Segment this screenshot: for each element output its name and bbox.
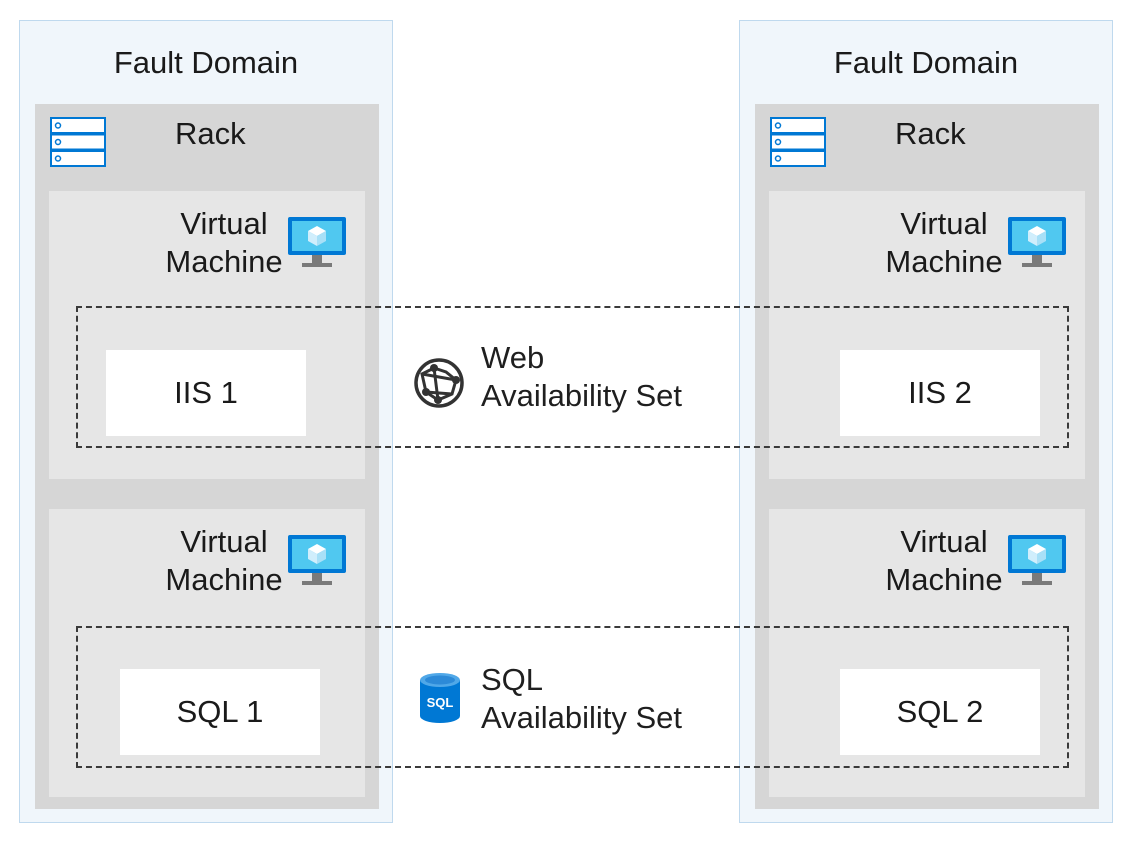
- virtual-machine-icon: [1008, 535, 1066, 585]
- server-box-iis-1: IIS 1: [106, 350, 306, 436]
- virtual-machine: Virtual Machine IIS 2: [769, 191, 1085, 479]
- vm-label-line1: Virtual: [900, 206, 988, 241]
- sql-database-icon: SQL: [420, 673, 460, 723]
- set-label-line1: SQL: [481, 662, 544, 697]
- web-availability-set-boundary: [76, 306, 1069, 448]
- fault-domain-left: Fault Domain Rack Virtual Machine: [19, 20, 393, 823]
- web-globe-icon: [414, 358, 464, 408]
- vm-label: Virtual Machine: [144, 205, 304, 281]
- set-label-line1: Web: [481, 340, 545, 375]
- virtual-machine-icon: [1008, 217, 1066, 267]
- vm-label: Virtual Machine: [864, 205, 1024, 281]
- server-box-iis-2: IIS 2: [840, 350, 1040, 436]
- fault-domain-title: Fault Domain: [833, 45, 1019, 80]
- rack: Rack Virtual Machine IIS 1 Virtual Machi…: [35, 104, 379, 809]
- sql-availability-set-boundary: [76, 626, 1069, 768]
- vm-label-line1: Virtual: [900, 524, 988, 559]
- server-rack-icon: [50, 117, 106, 167]
- sql-availability-set-label: SQL Availability Set: [481, 661, 682, 737]
- set-label-line2: Availability Set: [481, 700, 683, 735]
- vm-label-line2: Machine: [885, 562, 1003, 597]
- server-box-sql-1: SQL 1: [120, 669, 320, 755]
- vm-label: Virtual Machine: [144, 523, 304, 599]
- vm-label-line1: Virtual: [180, 206, 268, 241]
- virtual-machine-icon: [288, 217, 346, 267]
- rack-label: Rack: [175, 116, 246, 151]
- virtual-machine-icon: [288, 535, 346, 585]
- vm-label-line1: Virtual: [180, 524, 268, 559]
- vm-label-line2: Machine: [885, 244, 1003, 279]
- vm-label-line2: Machine: [165, 244, 283, 279]
- server-rack-icon: [770, 117, 826, 167]
- rack: Rack Virtual Machine IIS 2 Virtual Machi…: [755, 104, 1099, 809]
- virtual-machine: Virtual Machine SQL 1: [49, 509, 365, 797]
- set-label-line2: Availability Set: [481, 378, 683, 413]
- server-box-sql-2: SQL 2: [840, 669, 1040, 755]
- vm-label-line2: Machine: [165, 562, 283, 597]
- virtual-machine: Virtual Machine IIS 1: [49, 191, 365, 479]
- web-availability-set-label: Web Availability Set: [481, 339, 682, 415]
- virtual-machine: Virtual Machine SQL 2: [769, 509, 1085, 797]
- sql-icon-text: SQL: [427, 695, 454, 710]
- rack-label: Rack: [895, 116, 966, 151]
- vm-label: Virtual Machine: [864, 523, 1024, 599]
- fault-domain-right: Fault Domain Rack Virtual Machine: [739, 20, 1113, 823]
- fault-domain-title: Fault Domain: [113, 45, 299, 80]
